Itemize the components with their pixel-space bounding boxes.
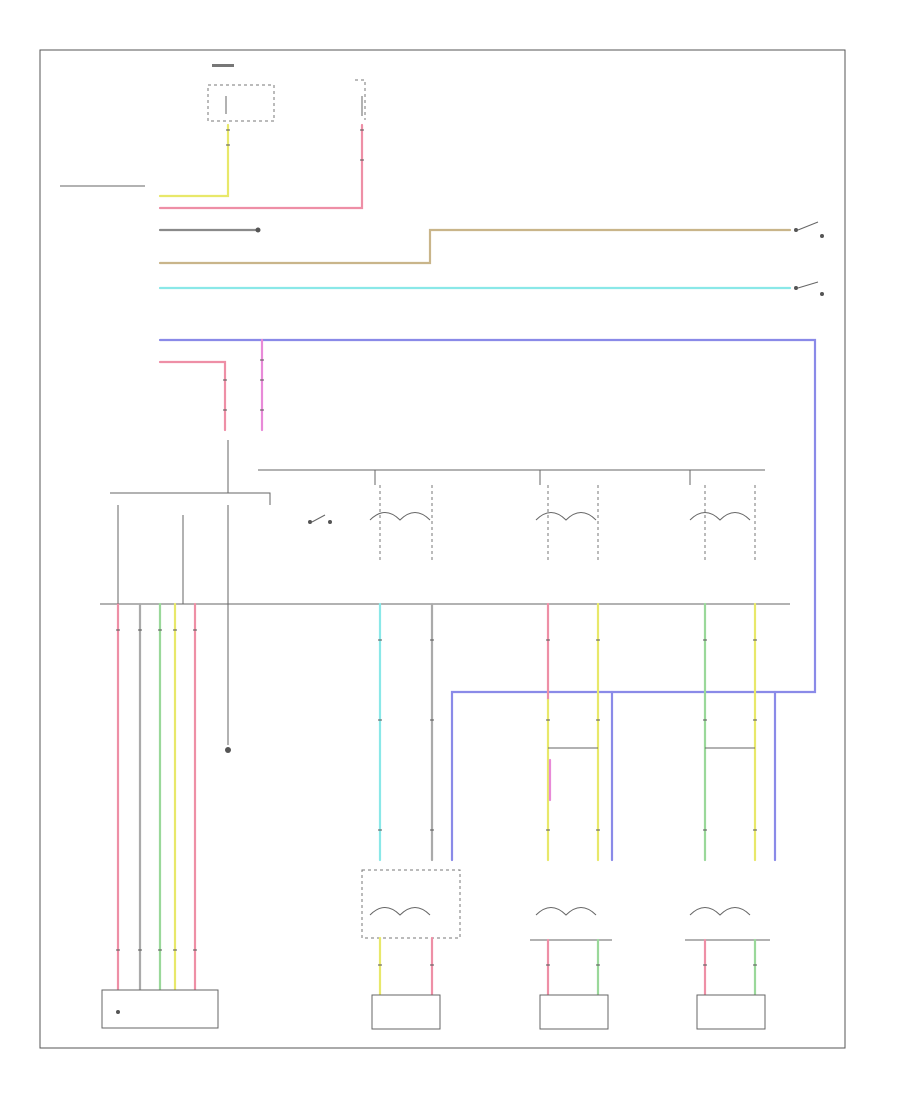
switch-group-1-upper [369,485,433,560]
wire-red-upper [158,360,227,432]
fuse-box-left [207,64,275,122]
connector-ticks [116,129,757,966]
switch-group-1-lower [361,869,461,939]
diagram-frame [39,49,846,1049]
motor-1 [371,994,441,1030]
wire-blue-main [158,338,817,862]
switch-group-3-lower [685,907,770,941]
ground-point-left [225,747,231,753]
bus-upper-left [110,492,271,505]
switch-left-stub [308,514,332,524]
module-left-ground [116,1010,120,1014]
switch-group-2-upper [535,485,599,560]
switch-group-3-upper [689,485,756,560]
switch-group-2-lower [530,907,612,941]
motor-3 [696,994,766,1030]
switch-top-right [794,221,824,238]
wire-pink-top [158,123,364,210]
motor-2 [539,994,609,1030]
switch-mid-right [794,281,824,296]
wire-left-stub [117,505,229,604]
fuse-box-right [355,79,366,120]
wire-yellow-top [158,123,230,198]
ground-point-top [255,227,261,233]
module-left [101,989,219,1029]
wire-tan [158,228,792,265]
